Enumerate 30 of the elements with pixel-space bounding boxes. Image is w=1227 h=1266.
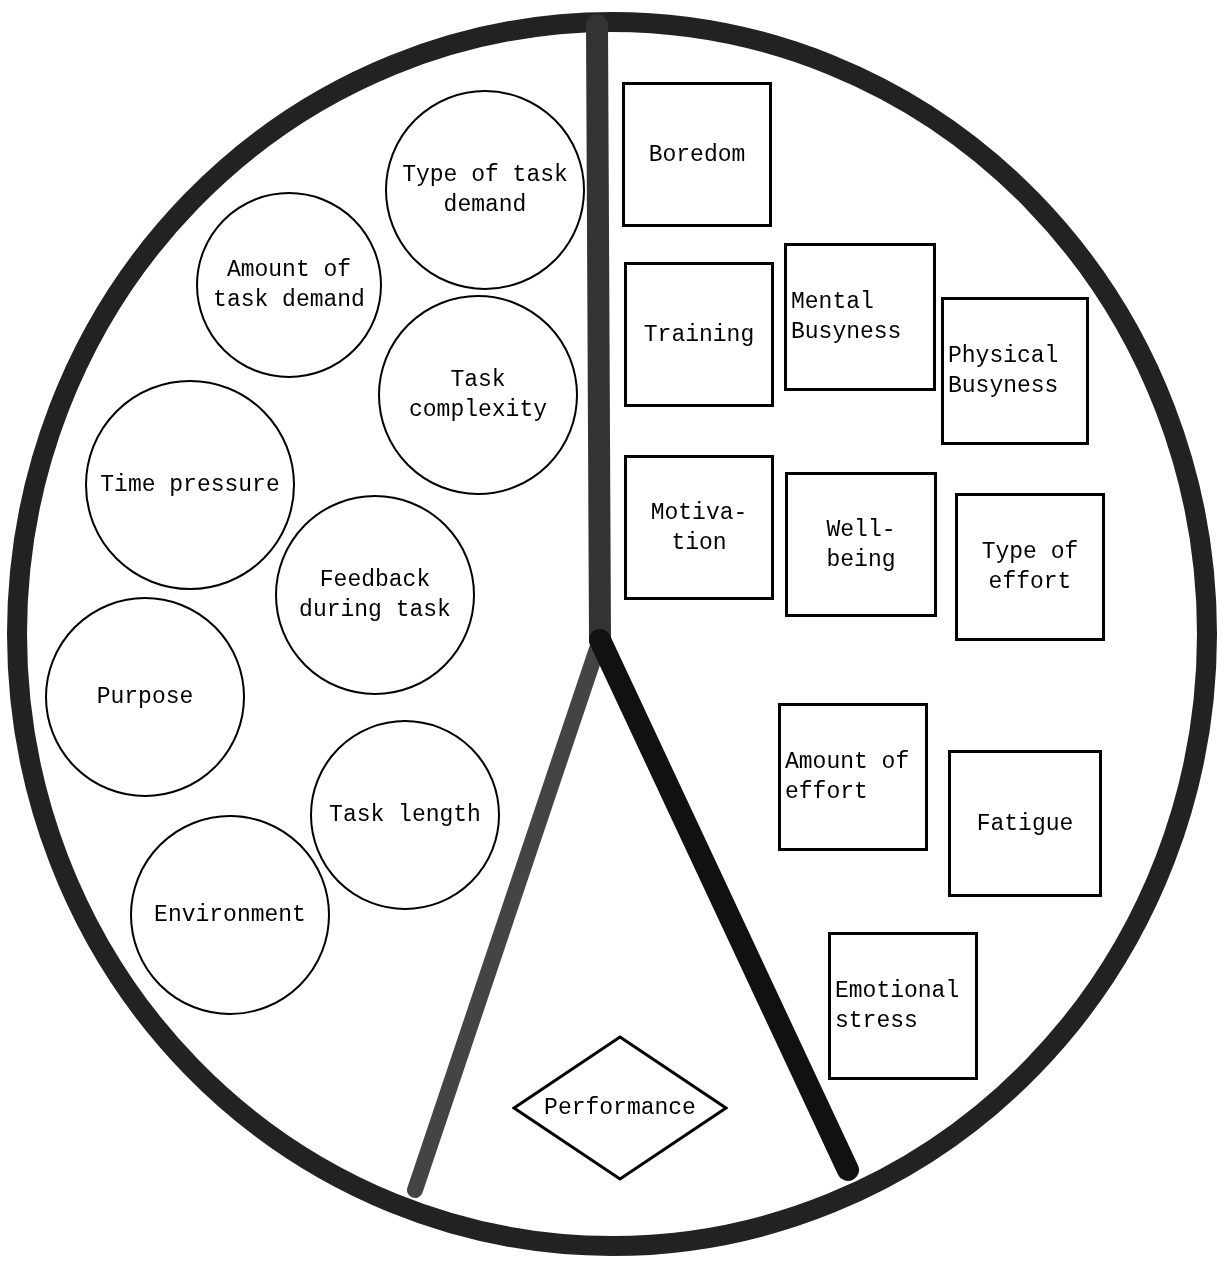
node-label: Environment <box>154 901 306 930</box>
factor-box <box>828 932 978 1080</box>
node-label: Type of effort <box>980 538 1080 597</box>
outcome-diamond <box>512 1035 728 1181</box>
node-label: Task complexity <box>408 366 548 425</box>
factor-box <box>622 82 772 227</box>
node-label: Physical Busyness <box>948 342 1060 401</box>
node-label: Purpose <box>96 683 194 712</box>
node-label: Boredom <box>648 140 746 170</box>
factor-box <box>778 703 928 851</box>
node-label: Performance <box>544 1094 696 1123</box>
node-label: Motiva- tion <box>649 498 749 558</box>
node-label: Feedback during task <box>298 566 452 625</box>
factor-box <box>785 472 937 617</box>
factor-box <box>624 262 774 407</box>
node-label: Well- being <box>825 515 897 575</box>
node-label: Fatigue <box>976 809 1074 839</box>
factor-box <box>955 493 1105 641</box>
node-label: Training <box>643 320 755 350</box>
factor-box <box>941 297 1089 445</box>
node-label: Type of task demand <box>401 161 569 220</box>
node-label: Emotional stress <box>835 977 961 1036</box>
node-label: Time pressure <box>100 471 280 500</box>
node-label: Mental Busyness <box>791 288 903 347</box>
node-label: Amount of effort <box>785 748 911 807</box>
factor-box <box>784 243 936 391</box>
node-label: Amount of task demand <box>212 256 366 315</box>
factor-box <box>948 750 1102 897</box>
node-label: Task length <box>329 801 481 830</box>
factor-box <box>624 455 774 600</box>
